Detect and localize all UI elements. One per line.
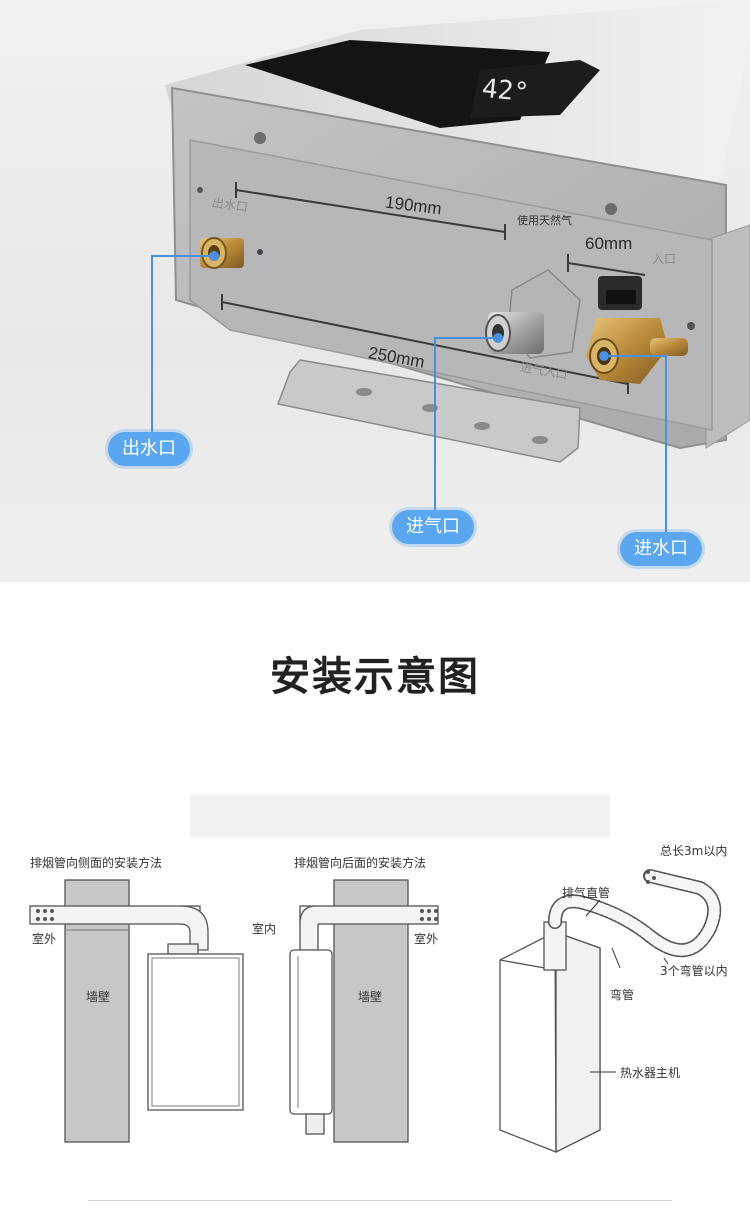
- gray-band: [190, 795, 610, 837]
- callout-gas-inlet: 进气口: [392, 510, 474, 544]
- left-outdoor-label: 室外: [32, 932, 57, 946]
- engraved-inlet-label: 入口: [652, 252, 677, 266]
- elbows-limit-label: 3个弯管以内: [660, 964, 728, 978]
- exhaust-pipe-label: 排气直管: [562, 886, 611, 900]
- middle-caption: 排烟管向后面的安装方法: [294, 856, 427, 870]
- callout-water-inlet: 进水口: [620, 532, 702, 566]
- page-title: 安装示意图: [270, 654, 480, 700]
- main-unit-label: 热水器主机: [620, 1066, 681, 1080]
- left-caption: 排烟管向侧面的安装方法: [30, 856, 163, 870]
- display-digits: 42°: [480, 73, 531, 109]
- middle-wall-label: 墙壁: [358, 990, 383, 1004]
- gas-type-label: 使用天然气: [517, 214, 572, 227]
- left-wall-label: 墙壁: [86, 990, 111, 1004]
- middle-outdoor-label: 室外: [414, 932, 439, 946]
- callout-water-outlet: 出水口: [108, 432, 190, 466]
- product-photo: 42° 190mm 60mm 250mm 出水口 使用天然气 入口 进气入口 出…: [0, 0, 750, 582]
- bottom-divider: [88, 1200, 672, 1201]
- water-heater-illustration: [151, 0, 750, 532]
- elbow-label: 弯管: [610, 988, 635, 1002]
- installation-diagram: [29, 869, 722, 1154]
- left-indoor-label: 室内: [252, 922, 277, 936]
- total-length-label: 总长3m以内: [660, 844, 728, 858]
- dimension-60mm: 60mm: [585, 234, 633, 253]
